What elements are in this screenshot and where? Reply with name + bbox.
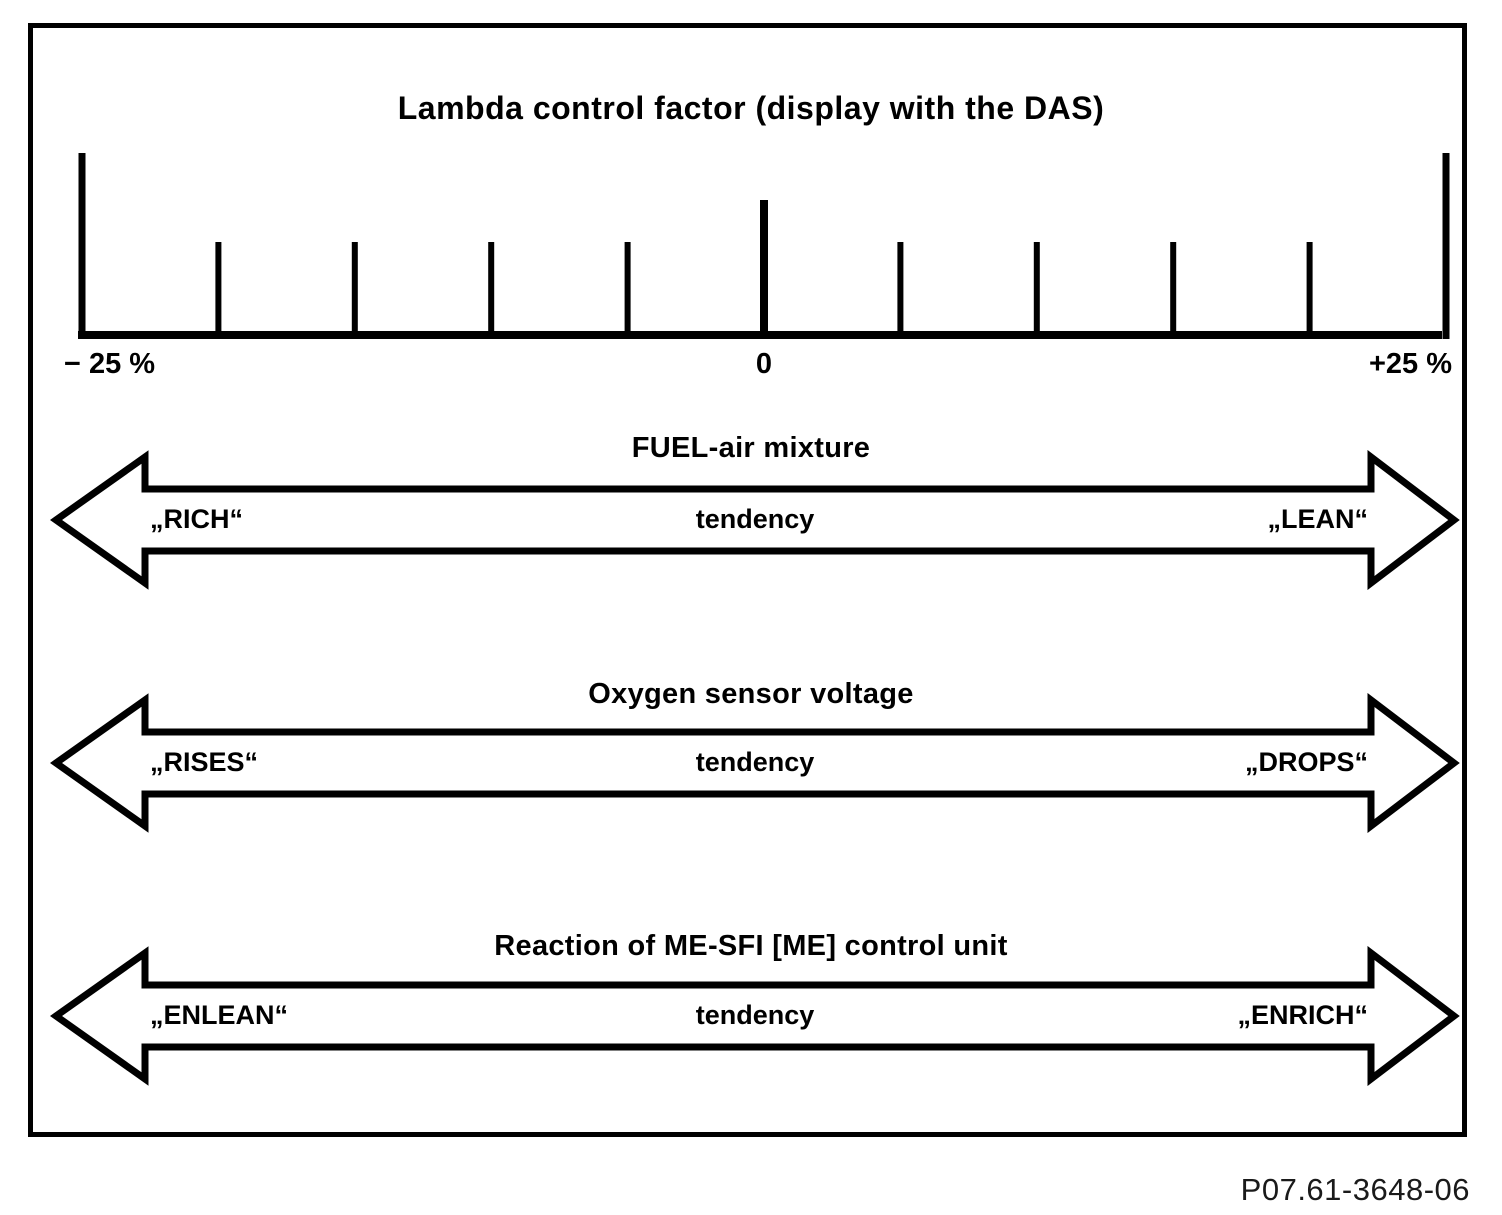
scale-tick (760, 200, 768, 339)
lambda-scale (78, 153, 1450, 339)
diagram-border-frame (28, 23, 1467, 1137)
arrow-label-rich: „RICH“ (150, 504, 243, 534)
arrow-title-fuel-air-mixture: FUEL-air mixture (631, 432, 871, 464)
arrow-label-lean: „LEAN“ (1267, 504, 1369, 534)
scale-tick (897, 242, 904, 339)
arrow-labels-me-sfi-reaction: „ENLEAN“ tendency „ENRICH“ (50, 1000, 1460, 1034)
scale-tick (351, 242, 358, 339)
scale-label-zero: 0 (755, 348, 773, 380)
arrow-labels-oxygen-sensor-voltage: „RISES“ tendency „DROPS“ (50, 747, 1460, 781)
double-arrow-shape (50, 693, 1460, 833)
arrow-label-tendency-2: tendency (695, 747, 815, 777)
double-arrow-shape (50, 946, 1460, 1086)
double-arrow-oxygen-sensor-voltage (50, 693, 1460, 833)
arrow-labels-fuel-air-mixture: „RICH“ tendency „LEAN“ (50, 504, 1460, 538)
arrow-label-tendency-3: tendency (695, 1000, 815, 1030)
scale-tick (1170, 242, 1177, 339)
arrow-title-me-sfi-reaction: Reaction of ME-SFI [ME] control unit (494, 930, 1008, 962)
scale-tick-group (78, 153, 1450, 339)
arrow-label-enlean: „ENLEAN“ (150, 1000, 289, 1030)
scale-tick (78, 153, 86, 339)
scale-label-min: − 25 % (64, 348, 156, 380)
arrow-label-rises: „RISES“ (150, 747, 259, 777)
scale-tick (1306, 242, 1313, 339)
scale-tick (1033, 242, 1040, 339)
arrow-label-tendency-1: tendency (695, 504, 815, 534)
diagram-title: Lambda control factor (display with the … (397, 90, 1105, 126)
scale-tick (488, 242, 495, 339)
scale-tick (1442, 153, 1450, 339)
arrow-label-enrich: „ENRICH“ (1237, 1000, 1368, 1030)
double-arrow-shape (50, 450, 1460, 590)
scale-label-max: +25 % (1368, 348, 1452, 380)
scale-tick (215, 242, 222, 339)
arrow-title-oxygen-sensor-voltage: Oxygen sensor voltage (588, 678, 914, 710)
figure-reference-number: P07.61-3648-06 (1240, 1172, 1470, 1207)
double-arrow-fuel-air-mixture (50, 450, 1460, 590)
scale-labels-row: − 25 % 0 +25 % (0, 348, 1502, 384)
scale-tick (624, 242, 631, 339)
double-arrow-me-sfi-reaction (50, 946, 1460, 1086)
arrow-label-drops: „DROPS“ (1244, 747, 1368, 777)
